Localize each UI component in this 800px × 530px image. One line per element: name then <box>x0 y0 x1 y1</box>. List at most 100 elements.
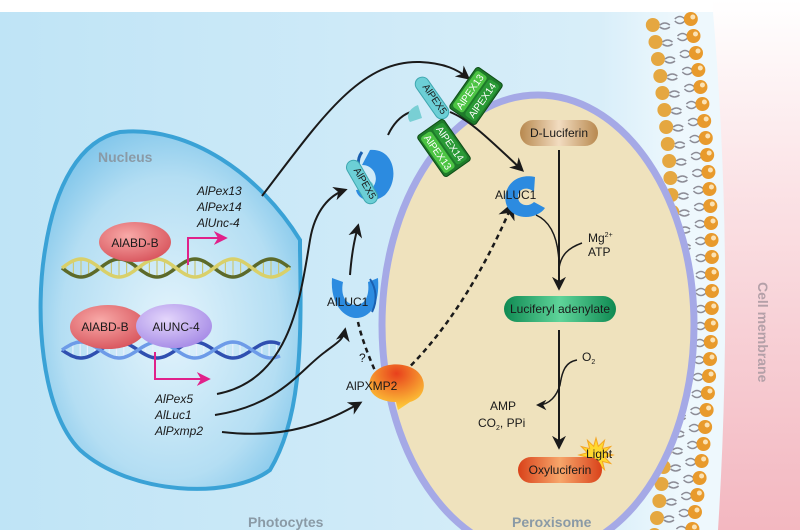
transcription-arrow-bottom <box>154 352 211 386</box>
pex5-docked-icon <box>407 76 450 122</box>
lipid-head-highlight <box>710 218 716 224</box>
lipid-head-inner <box>663 171 678 185</box>
lipid-head-outer <box>703 199 718 213</box>
lipid-tail-inner <box>668 481 680 489</box>
lipid-tail-inner <box>677 192 689 200</box>
lipid-head-outer <box>702 369 717 383</box>
top-margin <box>0 0 800 12</box>
pxmp2-label: AlPXMP2 <box>346 379 398 393</box>
lipid-head-outer <box>701 165 716 179</box>
gene-alpex5: AlPex5 <box>154 392 193 406</box>
lipid-tail-inner <box>665 498 677 506</box>
lipid-tail-inner <box>659 22 671 30</box>
lipid-head-highlight <box>709 201 715 207</box>
lipid-head-inner <box>655 86 670 100</box>
luc1-cytoplasm-label: AlLUC1 <box>327 295 369 309</box>
arrow-o2-byproducts <box>535 359 578 411</box>
lipid-head-outer <box>698 131 713 145</box>
gene-alunc-4: AlUnc-4 <box>196 216 240 230</box>
lipid-head-highlight <box>696 490 702 496</box>
lipid-head-highlight <box>704 422 710 428</box>
lipid-tail-inner <box>668 90 680 98</box>
tf-alabd-b-bottom-label: AlABD-B <box>81 320 128 334</box>
dna-strand <box>61 340 281 360</box>
lipid-head-inner <box>654 477 669 491</box>
lipid-head-highlight <box>706 150 712 156</box>
lipid-head-highlight <box>706 405 712 411</box>
lipid-head-highlight <box>711 235 717 241</box>
lipid-head-highlight <box>703 116 709 122</box>
byproduct-co-text: CO <box>478 416 496 430</box>
arrow-import-luc1 <box>449 111 525 172</box>
arrow-pxmp2-to-protein <box>221 401 363 435</box>
lipid-head-inner <box>650 52 665 66</box>
lipid-head-highlight <box>690 14 696 20</box>
lipid-head-highlight <box>711 252 717 258</box>
lipid-tail-inner <box>663 515 675 523</box>
cofactor-mg: Mg2+ <box>588 231 613 245</box>
substrate-d-luciferin <box>520 120 598 146</box>
lipid-tail-inner <box>678 209 690 217</box>
pex5-receptor-icon <box>346 149 394 205</box>
substrate-label: D-Luciferin <box>530 126 588 140</box>
lipid-head-outer <box>704 301 719 315</box>
lipid-head-outer <box>692 471 707 485</box>
gene-alpxmp2: AlPxmp2 <box>154 424 203 438</box>
lipid-head-outer <box>691 63 706 77</box>
lipid-head-outer <box>683 12 698 26</box>
lipid-head-highlight <box>711 303 717 309</box>
oxygen-label: O2 <box>582 350 595 366</box>
lipid-head-highlight <box>710 320 716 326</box>
light-label: Light <box>586 447 613 461</box>
pxmp2-icon <box>369 364 424 410</box>
arrow-luc1-to-protein <box>214 327 350 416</box>
lipid-tail-inner <box>666 73 678 81</box>
lipid-head-inner <box>659 120 674 134</box>
lipid-head-highlight <box>711 269 717 275</box>
byproduct-co2-ppi: CO2, PPi <box>478 416 525 432</box>
lipid-head-outer <box>700 148 715 162</box>
gene-alluc1: AlLuc1 <box>154 408 192 422</box>
lipid-head-outer <box>700 386 715 400</box>
lipid-head-outer <box>704 250 719 264</box>
dashed-pxmp2-to-luc1 <box>397 201 515 379</box>
lipid-head-outer <box>687 505 702 519</box>
cofactor-mg-text: Mg <box>588 231 605 245</box>
lipid-head-inner <box>649 511 664 525</box>
lipid-head-highlight <box>707 167 713 173</box>
question-mark: ? <box>359 351 366 365</box>
lipid-tail-inner <box>664 56 676 64</box>
tf-alabd-b-bottom <box>70 305 146 349</box>
lipid-head-outer <box>704 284 719 298</box>
lipid-tail-inner <box>670 464 682 472</box>
lipid-head-outer <box>704 216 719 230</box>
product-oxyluciferin <box>518 457 602 483</box>
lipid-head-inner <box>653 69 668 83</box>
photocytes-label: Photocytes <box>248 514 324 530</box>
lipid-tail-inner <box>670 107 682 115</box>
lipid-head-outer <box>698 420 713 434</box>
tf-alunc-4 <box>136 304 212 348</box>
lipid-head-outer <box>704 233 719 247</box>
lipid-head-highlight <box>710 337 716 343</box>
lipid-head-highlight <box>695 48 701 54</box>
lipid-head-outer <box>702 352 717 366</box>
transcription-arrow-top <box>187 231 228 265</box>
lipid-head-highlight <box>711 286 717 292</box>
arrow-luc1-to-pex5 <box>348 223 363 276</box>
lipid-head-outer <box>686 29 701 43</box>
cofactor-curve <box>558 242 583 269</box>
lipid-head-inner <box>648 35 663 49</box>
luc1-peroxisome-icon <box>505 176 545 218</box>
luc1-catalysis-curve <box>535 214 560 263</box>
lipid-head-outer <box>697 114 712 128</box>
lipid-head-highlight <box>707 388 713 394</box>
byproduct-ppi-text: , PPi <box>500 416 525 430</box>
lipid-head-highlight <box>705 133 711 139</box>
lipid-head-highlight <box>709 354 715 360</box>
lipid-head-outer <box>696 437 711 451</box>
lipid-head-inner <box>657 103 672 117</box>
gene-alpex13: AlPex13 <box>196 184 242 198</box>
tf-alunc-4-label: AlUNC-4 <box>152 320 200 334</box>
